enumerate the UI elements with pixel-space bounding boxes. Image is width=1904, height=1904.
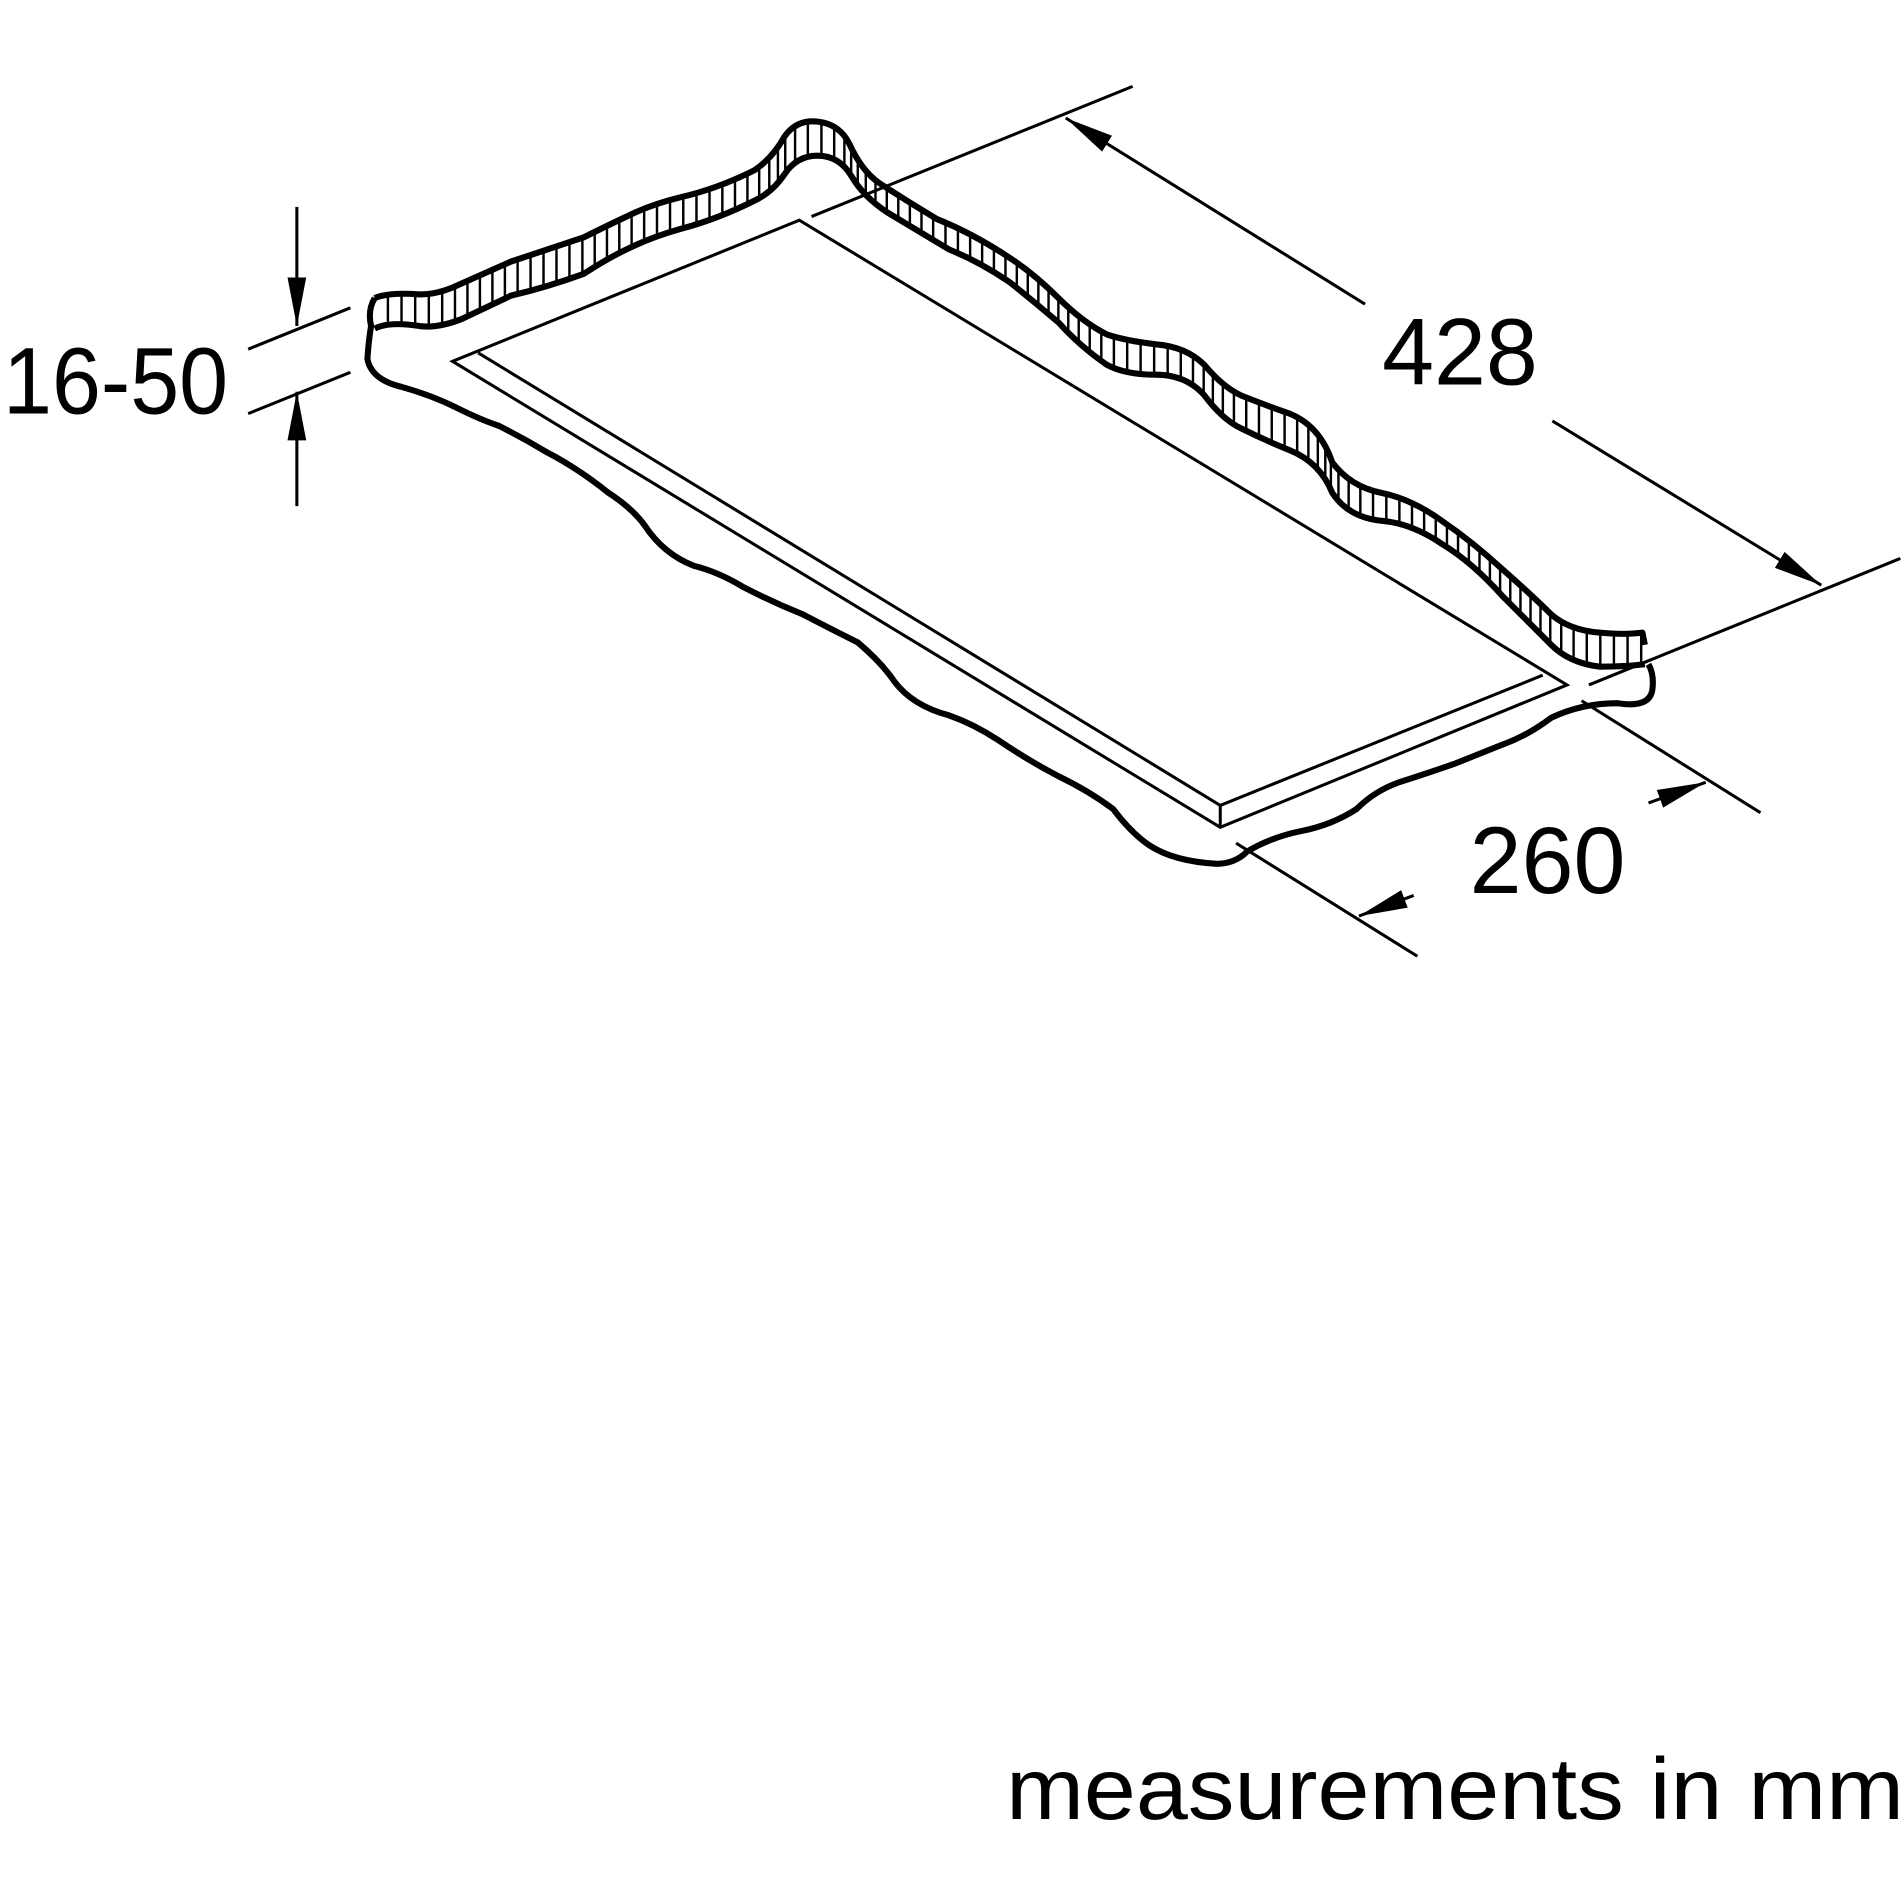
countertop-front-edge [364, 296, 1656, 867]
countertop-outline [364, 118, 1656, 867]
cooktop-frame-inner [477, 351, 1544, 808]
height-range-label: 16-50 [3, 329, 228, 435]
countertop-back-edge [373, 118, 1648, 646]
width-dimension: 260 [1235, 699, 1762, 958]
height-dimension: 16-50 [3, 206, 351, 507]
cooktop-top-surface [449, 218, 1571, 829]
edge-hatching [386, 121, 1643, 667]
width-label: 260 [1470, 808, 1626, 914]
depth-label: 428 [1382, 299, 1538, 405]
cooktop [449, 218, 1571, 829]
depth-dimension: 428 [810, 84, 1901, 687]
units-note: measurements in mm [1006, 1740, 1904, 1838]
countertop-cut-inner [373, 152, 1646, 670]
